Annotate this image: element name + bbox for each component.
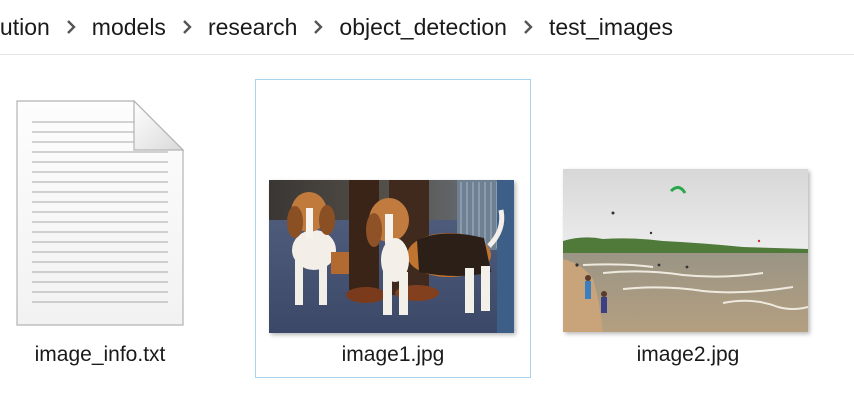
breadcrumb-item-test-images[interactable]: test_images [548, 13, 673, 40]
file-list: image_info.txt [0, 55, 854, 416]
file-item-selected[interactable]: image1.jpg [255, 79, 531, 378]
file-name: image_info.txt [34, 343, 166, 366]
address-bar: ibution models research object_detection… [0, 0, 854, 55]
beach-photo-thumbnail [563, 169, 808, 332]
chevron-right-icon[interactable] [170, 20, 204, 34]
chevron-right-icon[interactable] [301, 20, 335, 34]
file-item[interactable]: image2.jpg [550, 80, 826, 377]
beagles-photo-thumbnail [269, 180, 514, 333]
chevron-right-icon[interactable] [511, 20, 545, 34]
chevron-right-icon[interactable] [54, 20, 88, 34]
breadcrumb-item-research[interactable]: research [207, 13, 298, 40]
breadcrumb-item-distribution[interactable]: ibution [0, 13, 50, 40]
file-name: image1.jpg [341, 343, 445, 366]
breadcrumb-item-models[interactable]: models [91, 13, 166, 40]
breadcrumb: ibution models research object_detection… [0, 14, 677, 41]
file-item[interactable]: image_info.txt [8, 80, 248, 377]
breadcrumb-item-object-detection[interactable]: object_detection [339, 13, 507, 40]
file-name: image2.jpg [636, 343, 740, 366]
text-file-icon [16, 99, 185, 326]
